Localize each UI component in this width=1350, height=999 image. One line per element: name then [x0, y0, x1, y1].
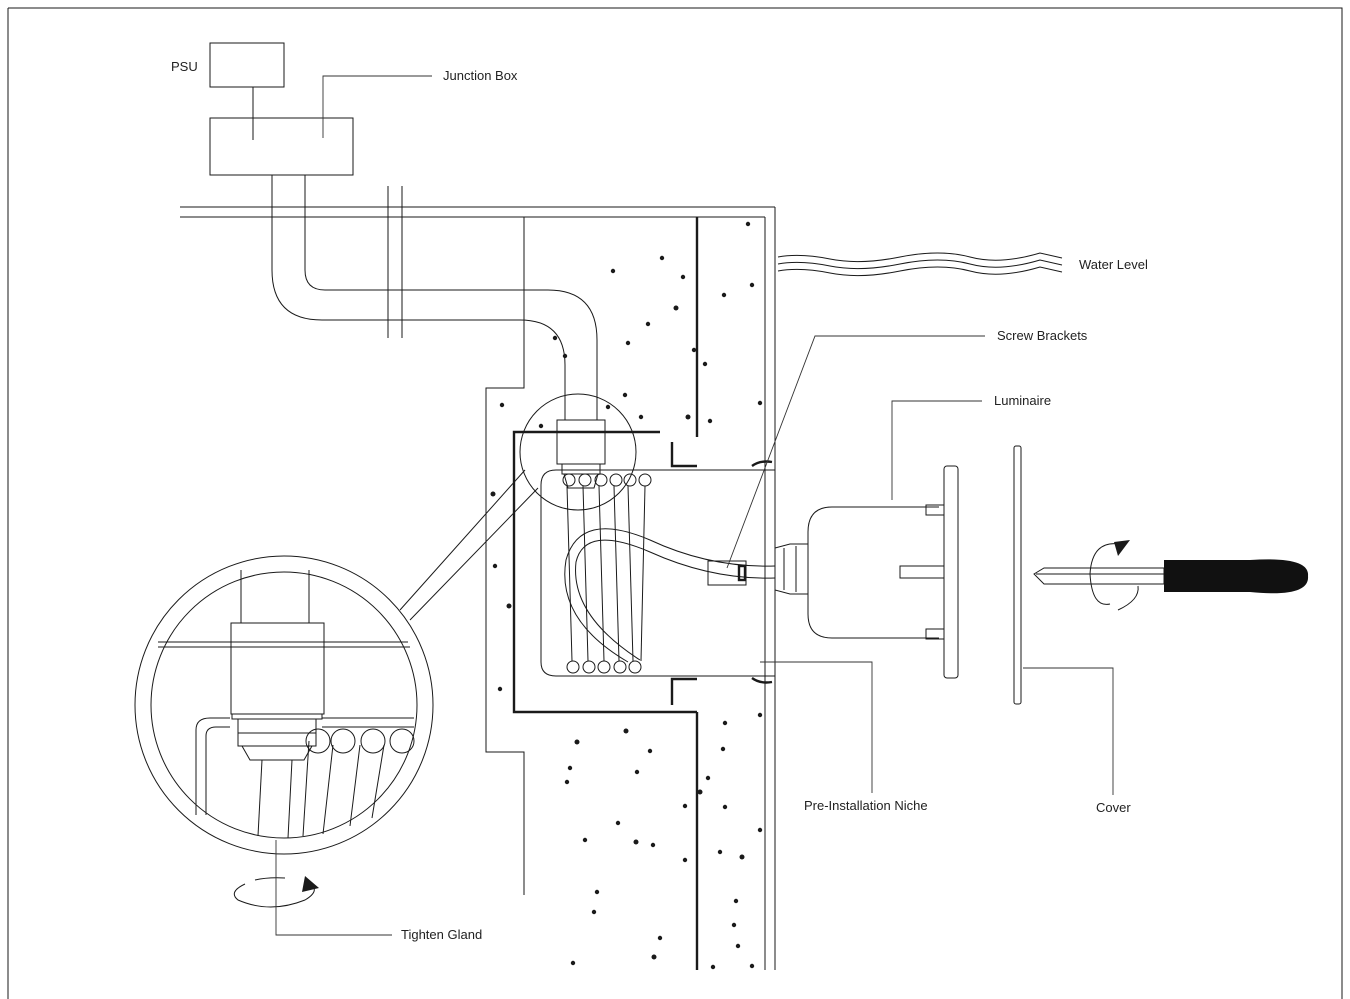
junction-box-leader: [322, 75, 432, 138]
luminaire-pin-bottom: [925, 628, 945, 640]
tighten-arrowhead-icon: [302, 876, 319, 892]
luminaire-pin-middle: [899, 565, 945, 579]
detail-callout-circle: [519, 393, 637, 511]
niche-outline: [512, 430, 697, 714]
cable-coil: [562, 473, 652, 674]
page-frame: [8, 7, 1343, 999]
cover-leader: [1023, 667, 1114, 795]
psu-box: [209, 42, 285, 88]
rotate-arrow-tail-icon: [1117, 585, 1139, 611]
niche-housing: [540, 469, 775, 677]
label-screw-brackets: Screw Brackets: [997, 328, 1088, 343]
label-tighten-gland: Tighten Gland: [401, 927, 482, 942]
gland-detail-view: [134, 555, 434, 855]
cable-gland-side: [774, 543, 809, 595]
label-pre-installation-niche: Pre-Installation Niche: [804, 798, 928, 813]
rotate-arrowhead-icon: [1114, 540, 1130, 556]
junction-box: [209, 117, 354, 176]
rotate-arrow-icon: [1089, 543, 1121, 605]
tighten-gland-leader: [275, 840, 392, 936]
concrete-aggregate: [490, 221, 763, 970]
luminaire-pin-top: [925, 504, 945, 516]
label-cover: Cover: [1096, 800, 1131, 815]
luminaire-body: [807, 506, 939, 639]
tighten-rotate-icon: [233, 881, 315, 908]
label-luminaire: Luminaire: [994, 393, 1051, 408]
screw-bracket-clip: [737, 564, 747, 582]
luminaire-leader: [891, 400, 982, 500]
gland-taper-small: [563, 473, 599, 489]
cover-plate: [1013, 445, 1022, 705]
gland-nut-small: [561, 463, 601, 475]
label-junction-box: Junction Box: [443, 68, 518, 83]
niche-bracket-bottom: [670, 677, 697, 705]
label-water-level: Water Level: [1079, 257, 1148, 272]
niche-lip-bottom: [751, 677, 773, 684]
screw-brackets-leader: [726, 335, 985, 569]
concrete-outline: [485, 217, 525, 895]
luminaire-faceplate: [943, 465, 959, 679]
conduit-inner: [304, 175, 598, 420]
niche-bracket-top: [670, 442, 697, 468]
screwdriver-icon: [1033, 559, 1309, 594]
conduit-outer: [271, 175, 566, 420]
niche-lip-top: [751, 460, 773, 467]
cable-loop-inner: [575, 539, 776, 661]
niche-leader: [760, 661, 873, 793]
tighten-rotate-tail: [254, 877, 286, 881]
callout-line-2: [409, 487, 539, 621]
gland-connector-box: [556, 419, 606, 465]
label-psu: PSU: [171, 59, 198, 74]
cable-loop-outer: [564, 528, 776, 663]
water-level-lines: [777, 252, 1063, 277]
callout-line-1: [399, 469, 526, 611]
